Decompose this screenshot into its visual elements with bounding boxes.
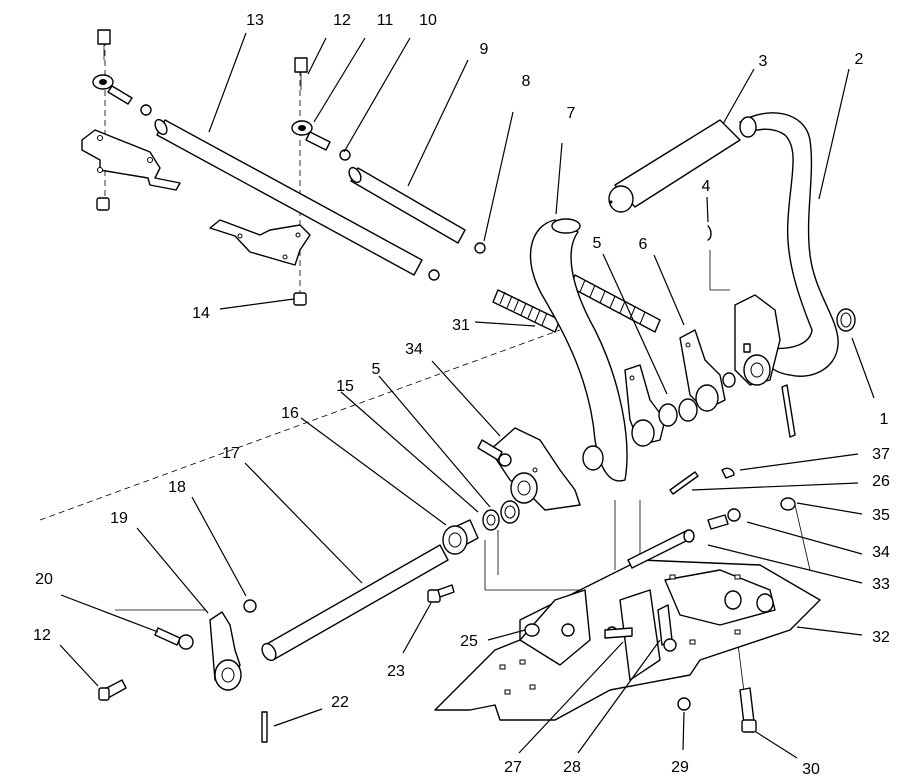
callout-28: 28 xyxy=(563,759,581,776)
callout-18: 18 xyxy=(168,479,186,496)
callout-5-lower: 5 xyxy=(372,361,381,378)
lever-5-upper xyxy=(624,364,678,447)
callout-9: 9 xyxy=(480,41,489,58)
callout-20: 20 xyxy=(35,571,53,588)
callout-30: 30 xyxy=(802,761,820,778)
callout-25: 25 xyxy=(460,633,478,650)
handle-2 xyxy=(608,112,856,377)
callout-2: 2 xyxy=(855,51,864,68)
callout-26: 26 xyxy=(872,473,890,490)
bolt-23 xyxy=(427,584,455,603)
callout-29: 29 xyxy=(671,759,689,776)
callout-3: 3 xyxy=(759,53,768,70)
callout-22: 22 xyxy=(331,694,349,711)
long-rod-13 xyxy=(154,118,440,281)
lever-6 xyxy=(678,329,726,422)
callout-10: 10 xyxy=(419,12,437,29)
callout-11: 11 xyxy=(377,12,394,29)
callout-31: 31 xyxy=(452,317,470,334)
callout-27: 27 xyxy=(504,759,522,776)
middle-bracket xyxy=(209,219,311,266)
callout-7: 7 xyxy=(567,105,576,122)
lower-left-lever xyxy=(98,599,268,743)
shaft-17 xyxy=(261,544,449,662)
callout-37: 37 xyxy=(872,446,890,463)
upper-rod-end-assembly xyxy=(291,57,351,306)
callout-19: 19 xyxy=(110,510,128,527)
right-hardware xyxy=(524,467,796,733)
callout-15: 15 xyxy=(336,378,354,395)
callout-12-bottom: 12 xyxy=(33,627,51,644)
right-pivot-bracket xyxy=(707,225,796,438)
springs-31 xyxy=(492,274,661,333)
callout-34-right: 34 xyxy=(872,544,890,561)
callout-13: 13 xyxy=(246,12,264,29)
rod-9 xyxy=(348,166,486,254)
callout-labels: 13 12 11 10 9 8 7 3 2 4 5 6 14 31 34 15 … xyxy=(33,12,890,778)
leader-lines xyxy=(59,32,875,759)
callout-32: 32 xyxy=(872,629,890,646)
callout-12-top: 12 xyxy=(333,12,351,29)
callout-23: 23 xyxy=(387,663,405,680)
callout-35: 35 xyxy=(872,507,890,524)
callout-16: 16 xyxy=(281,405,299,422)
callout-33: 33 xyxy=(872,576,890,593)
callout-34-left: 34 xyxy=(405,341,423,358)
center-pivot-bracket xyxy=(477,427,581,511)
callout-4: 4 xyxy=(702,178,711,195)
handle-7 xyxy=(529,218,628,482)
callout-1: 1 xyxy=(880,411,889,428)
base-plate-32 xyxy=(434,559,821,721)
callout-6: 6 xyxy=(639,236,648,253)
upper-left-bracket-assembly xyxy=(81,29,181,211)
callout-14: 14 xyxy=(192,305,210,322)
washers-and-bushing xyxy=(442,500,520,555)
callout-5-upper: 5 xyxy=(593,235,602,252)
callout-17: 17 xyxy=(222,445,240,462)
callout-8: 8 xyxy=(522,73,531,90)
